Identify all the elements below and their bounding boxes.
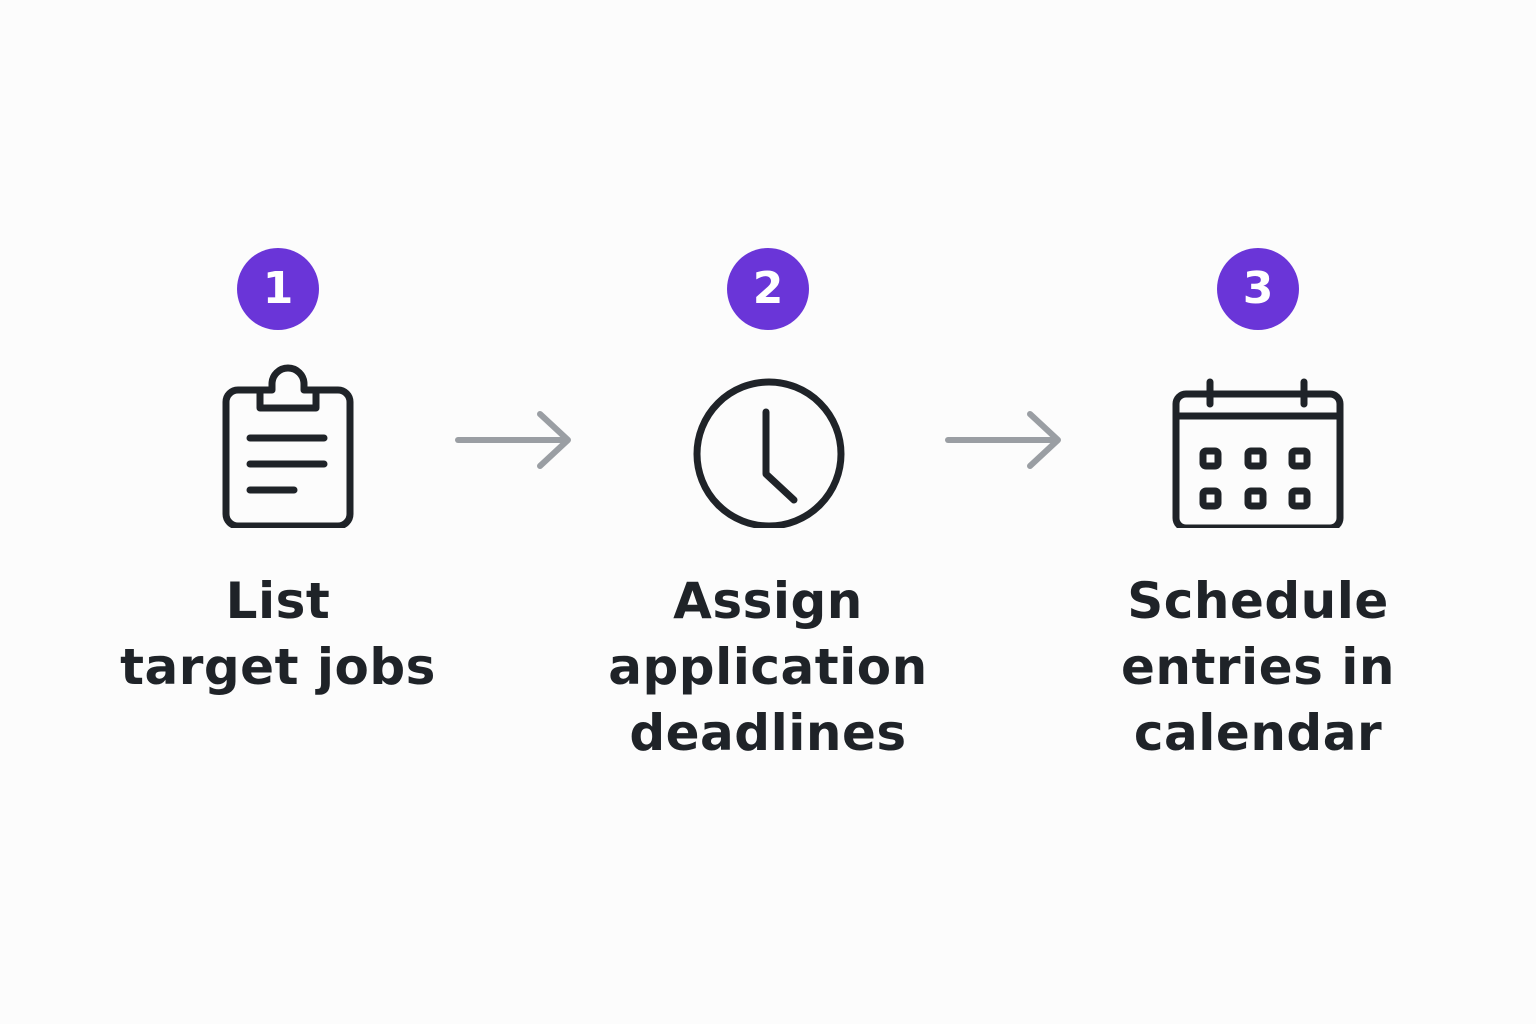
step-number-badge: 2 [727,248,809,330]
clipboard-icon [222,364,354,528]
arrow-right-icon [945,411,1061,469]
step-label-line: List [225,572,331,630]
step-label-line: deadlines [629,704,907,762]
step-label: List target jobs [120,568,436,700]
arrow-right-icon [455,411,571,469]
step-label-line: target jobs [120,638,436,696]
step-label-line: calendar [1133,704,1383,762]
step-label: Schedule entries in calendar [1121,568,1395,766]
clock-icon [693,378,845,528]
step-label-line: Schedule [1127,572,1389,630]
calendar-icon [1172,378,1344,528]
step-3: 3 Schedule entries in calendar [1078,248,1438,766]
step-1: 1 List target jobs [98,248,458,700]
step-number-badge: 1 [237,248,319,330]
step-label: Assign application deadlines [608,568,927,766]
step-2: 2 Assign application deadlines [588,248,948,766]
step-number-badge: 3 [1217,248,1299,330]
step-label-line: application [608,638,928,696]
step-label-line: entries in [1120,638,1396,696]
step-label-line: Assign [673,572,863,630]
